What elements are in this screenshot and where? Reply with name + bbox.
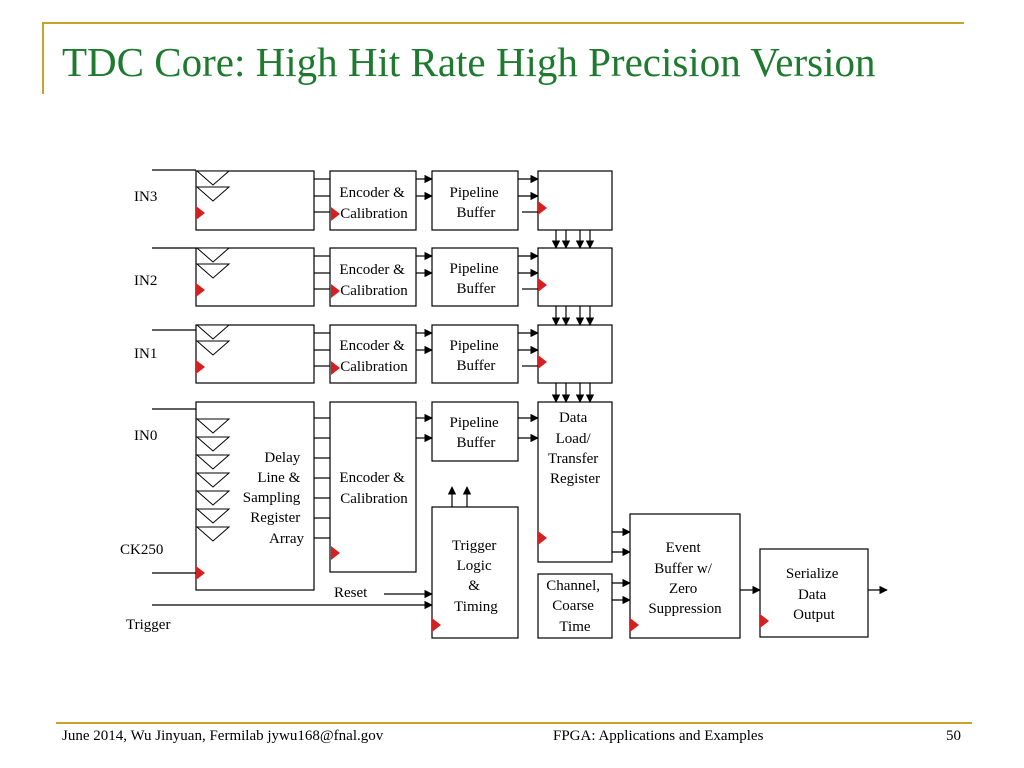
encoder-box-in2 (329, 247, 417, 307)
delay-cell-triangle (195, 454, 231, 470)
delay-cell-triangle (195, 490, 231, 506)
label-reset: Reset (334, 585, 368, 601)
encoder-box-in0 (329, 401, 417, 573)
encoder-label-in0: Encoder & Calibration (339, 470, 408, 507)
delay-cell-triangle (195, 324, 231, 340)
delay-cell-triangle (195, 340, 231, 356)
clock-marker (760, 614, 769, 628)
pipeline-buffer-in0 (431, 401, 519, 462)
title-accent-rule (42, 22, 964, 24)
footer-course-title: FPGA: Applications and Examples (553, 728, 764, 744)
pipeline-label-in1: Pipeline Buffer (450, 338, 503, 374)
encoder-label-in1: Encoder & Calibration (339, 338, 408, 375)
delay-line-label: Delay Line & Sampling Register Array (243, 450, 305, 547)
clock-marker (331, 361, 340, 375)
slide-title: TDC Core: High Hit Rate High Precision V… (62, 39, 876, 85)
transfer-register-in2 (537, 247, 613, 307)
footer-rule (56, 722, 972, 724)
delay-line-box-in3 (195, 170, 315, 231)
delay-cell-triangle (195, 170, 231, 186)
clock-marker (538, 278, 547, 292)
pipeline-buffer-in3 (431, 170, 519, 231)
trigger-logic-box (431, 506, 519, 639)
channel-coarse-time-box (537, 573, 613, 639)
encoder-label-in3: Encoder & Calibration (339, 185, 408, 222)
delay-cell-triangle (195, 526, 231, 542)
data-load-label: Data Load/ Transfer Register (548, 410, 602, 487)
label-ck250: CK250 (120, 542, 163, 558)
delay-to-encoder-lines (314, 178, 330, 539)
pipeline-label-in0: Pipeline Buffer (450, 415, 503, 451)
encoder-box-in1 (329, 324, 417, 384)
clock-marker (538, 201, 547, 215)
clock-marker (538, 531, 547, 545)
clock-input-markers (196, 201, 769, 632)
event-buffer-label: Event Buffer w/ Zero Suppression (648, 540, 722, 617)
to-event-buffer-arrows (612, 527, 631, 605)
clock-marker (538, 355, 547, 369)
label-in2: IN2 (134, 273, 157, 289)
pipeline-label-in3: Pipeline Buffer (450, 185, 503, 221)
pipeline-label-in2: Pipeline Buffer (450, 261, 503, 297)
clock-marker (196, 566, 205, 580)
register-transfer-arrows (551, 230, 595, 403)
tdc-block-diagram: IN3 IN2 IN1 IN0 CK250 Trigger Reset Dela… (120, 169, 888, 639)
delay-cell-triangle (195, 418, 231, 434)
label-in3: IN3 (134, 189, 157, 205)
delay-cell-triangle (195, 263, 231, 279)
label-in1: IN1 (134, 346, 157, 362)
transfer-register-in3 (537, 170, 613, 231)
footer-author: June 2014, Wu Jinyuan, Fermilab jywu168@… (62, 728, 384, 744)
serialize-label: Serialize Data Output (786, 566, 842, 623)
page-number: 50 (946, 728, 961, 744)
trigger-logic-up-arrows (447, 486, 472, 507)
clock-marker (331, 546, 340, 560)
clock-marker (331, 284, 340, 298)
pipeline-buffer-in1 (431, 324, 519, 384)
encoder-to-pipeline-arrows (416, 174, 433, 443)
serialize-box (759, 548, 869, 638)
delay-cell-triangle (195, 436, 231, 452)
delay-cell-triangle (195, 472, 231, 488)
title-accent-bar (42, 22, 44, 94)
clock-marker (196, 206, 205, 220)
clock-marker (331, 207, 340, 221)
pipeline-buffer-in2 (431, 247, 519, 307)
label-in0: IN0 (134, 428, 157, 444)
clock-marker (196, 283, 205, 297)
delay-cell-triangle (195, 186, 231, 202)
encoder-label-in2: Encoder & Calibration (339, 262, 408, 299)
transfer-register-in1 (537, 324, 613, 384)
delay-cell-triangles (195, 170, 231, 542)
trigger-logic-label: Trigger Logic & Timing (452, 538, 500, 615)
event-buffer-box (629, 513, 741, 639)
delay-cell-triangle (195, 508, 231, 524)
clock-marker (432, 618, 441, 632)
clock-marker (196, 360, 205, 374)
encoder-box-in3 (329, 170, 417, 231)
channel-coarse-time-label: Channel, Coarse Time (546, 578, 604, 635)
label-trigger: Trigger (126, 617, 170, 633)
pipeline-to-register-arrows (518, 174, 539, 443)
clock-marker (630, 618, 639, 632)
data-load-transfer-register (537, 401, 613, 563)
delay-cell-triangle (195, 247, 231, 263)
